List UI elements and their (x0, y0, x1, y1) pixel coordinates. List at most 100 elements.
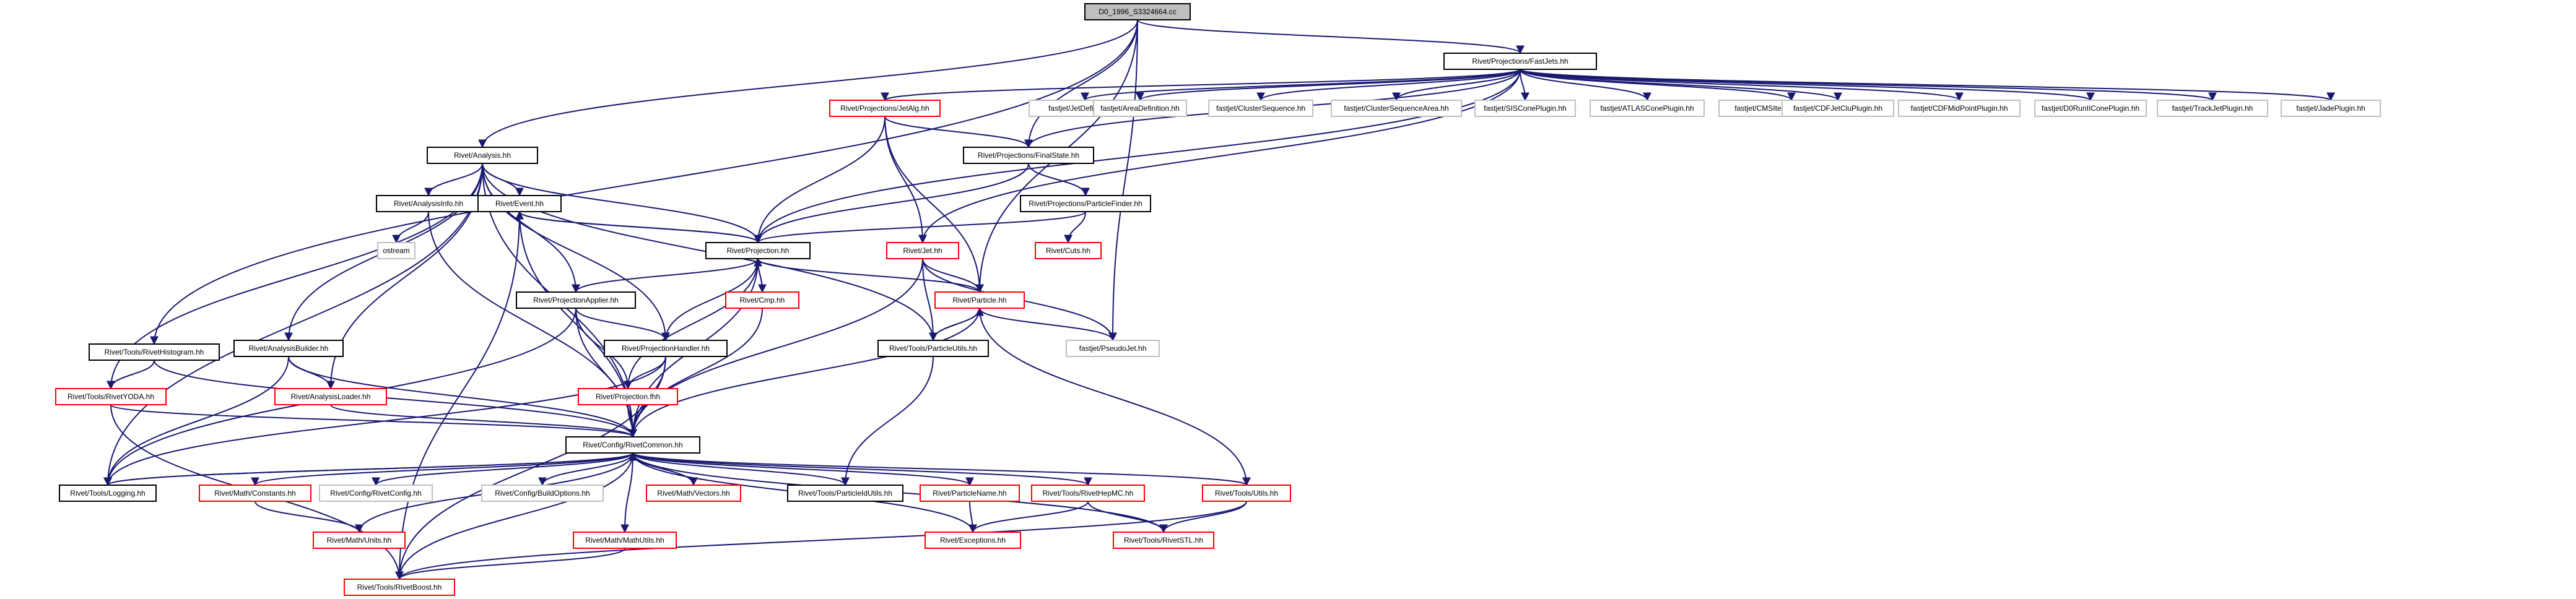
include-edge-fastjets-to-fj_cdfmidpt (1520, 69, 1964, 101)
include-edge-projection-to-projhandler (661, 258, 759, 342)
include-edge-jet-to-particle (922, 258, 984, 293)
node-label: D0_1996_S3324664.cc (1099, 7, 1176, 16)
node-label: fastjet/CDFJetCluPlugin.hh (1793, 104, 1882, 113)
node-label: Rivet/Projections/FinalState.hh (978, 151, 1079, 160)
node-event[interactable]: Rivet/Event.hh (477, 195, 562, 212)
node-box (604, 340, 728, 357)
node-rivetstl[interactable]: Rivet/Tools/RivetSTL.hh (1113, 532, 1214, 549)
node-fj-clseq[interactable]: fastjet/ClusterSequence.hh (1208, 100, 1313, 117)
node-box (516, 291, 636, 309)
node-mathutils[interactable]: Rivet/Math/MathUtils.hh (573, 532, 677, 549)
include-edge-jetalg-to-particle (884, 116, 984, 293)
node-fj-cdfjetclu[interactable]: fastjet/CDFJetCluPlugin.hh (1782, 100, 1894, 117)
include-edge-fastjets-to-fj_areadef (1136, 69, 1521, 101)
node-box (1331, 100, 1462, 117)
include-edge-particle-to-rivetcommon (629, 308, 980, 438)
node-box (787, 485, 903, 502)
node-fj-siscone[interactable]: fastjet/SISConePlugin.hh (1474, 100, 1576, 117)
node-projhandler[interactable]: Rivet/ProjectionHandler.hh (604, 340, 728, 357)
node-rivetconfig[interactable]: Rivet/Config/RivetConfig.hh (319, 485, 433, 502)
node-smeared[interactable]: Rivet/Tools/RivetHistogram.hh (89, 343, 220, 361)
node-analysisloader[interactable]: Rivet/AnalysisLoader.hh (274, 388, 387, 405)
node-label: fastjet/SISConePlugin.hh (1484, 104, 1566, 113)
node-box (565, 436, 700, 454)
node-box (1208, 100, 1313, 117)
include-edge-finalstate-to-particlefinder (1028, 163, 1090, 197)
include-edge-projectionfhh-to-rivetcommon (627, 404, 637, 438)
node-rivetcommon[interactable]: Rivet/Config/RivetCommon.hh (565, 436, 700, 454)
node-projapplier[interactable]: Rivet/ProjectionApplier.hh (516, 291, 636, 309)
node-fastjets[interactable]: Rivet/Projections/FastJets.hh (1443, 53, 1597, 70)
node-buildoptions[interactable]: Rivet/Config/BuildOptions.hh (481, 485, 604, 502)
node-box (1031, 485, 1145, 502)
node-label: Rivet/AnalysisInfo.hh (394, 199, 463, 208)
node-fj-cdfmidpt[interactable]: fastjet/CDFMidPointPlugin.hh (1898, 100, 2021, 117)
node-fj-d0run[interactable]: fastjet/D0RunIIConePlugin.hh (2034, 100, 2147, 117)
node-label: fastjet/ClusterSequenceArea.hh (1344, 104, 1448, 113)
node-box (829, 100, 941, 117)
node-exceptions[interactable]: Rivet/Exceptions.hh (925, 532, 1021, 549)
node-cuts[interactable]: Rivet/Cuts.hh (1035, 242, 1102, 259)
include-edge-projapplier-to-projhandler (575, 308, 670, 342)
node-analysisinfo[interactable]: Rivet/AnalysisInfo.hh (376, 195, 481, 212)
node-fj-atlascone[interactable]: fastjet/ATLASConePlugin.hh (1590, 100, 1705, 117)
node-finalstate[interactable]: Rivet/Projections/FinalState.hh (963, 147, 1094, 164)
include-edge-jet-to-particleutils (922, 258, 938, 342)
node-utils[interactable]: Rivet/Tools/Utils.hh (1202, 485, 1291, 502)
node-rivetyoda[interactable]: Rivet/Tools/RivetYODA.hh (55, 388, 167, 405)
node-label: Rivet/Tools/Utils.hh (1215, 489, 1278, 498)
node-fj-areadef[interactable]: fastjet/AreaDefinition.hh (1093, 100, 1187, 117)
node-box (877, 340, 989, 357)
node-label: Rivet/AnalysisBuilder.hh (249, 344, 329, 353)
node-particle[interactable]: Rivet/Particle.hh (934, 291, 1025, 309)
node-projection[interactable]: Rivet/Projection.hh (705, 242, 811, 259)
node-cmp[interactable]: Rivet/Cmp.hh (725, 291, 799, 309)
node-box (274, 388, 387, 405)
include-edge-analysis-to-projhandler (482, 163, 670, 342)
include-edge-analysisloader-to-rivetcommon (330, 404, 637, 438)
node-particlefinder[interactable]: Rivet/Projections/ParticleFinder.hh (1020, 195, 1151, 212)
node-box (646, 485, 741, 502)
node-box (1020, 195, 1151, 212)
node-ostream[interactable]: ostream (377, 242, 416, 259)
node-logging[interactable]: Rivet/Tools/Logging.hh (59, 485, 157, 502)
node-particleutils[interactable]: Rivet/Tools/ParticleUtils.hh (877, 340, 989, 357)
node-constants[interactable]: Rivet/Math/Constants.hh (199, 485, 311, 502)
node-box (2034, 100, 2147, 117)
node-root[interactable]: D0_1996_S3324664.cc (1084, 3, 1191, 20)
node-rivethepmc[interactable]: Rivet/Tools/RivetHepMC.hh (1031, 485, 1145, 502)
node-fj-jade[interactable]: fastjet/JadePlugin.hh (2281, 100, 2381, 117)
include-edge-root-to-analysis (478, 19, 1138, 149)
node-analysis[interactable]: Rivet/Analysis.hh (427, 147, 538, 164)
node-box (477, 195, 562, 212)
node-fj-trackjet[interactable]: fastjet/TrackJetPlugin.hh (2157, 100, 2268, 117)
node-box (1066, 340, 1160, 357)
include-edge-rivetcommon-to-utils (632, 452, 1251, 486)
node-particleidutils[interactable]: Rivet/Tools/ParticleIdUtils.hh (787, 485, 903, 502)
node-mathunits[interactable]: Rivet/Math/Units.hh (313, 532, 406, 549)
node-analysisbuilder[interactable]: Rivet/AnalysisBuilder.hh (233, 340, 344, 357)
node-box (55, 388, 167, 405)
node-rivetboost[interactable]: Rivet/Tools/RivetBoost.hh (344, 579, 455, 596)
node-jet[interactable]: Rivet/Jet.hh (886, 242, 959, 259)
node-label: Rivet/Event.hh (495, 199, 544, 208)
node-box (344, 579, 455, 596)
node-box (886, 242, 959, 259)
node-box (925, 532, 1021, 549)
include-edge-rivetcommon-to-constants (251, 452, 633, 486)
node-pseudojet[interactable]: fastjet/PseudoJet.hh (1066, 340, 1160, 357)
include-edge-logging-to-rivetcommon (107, 452, 637, 486)
node-jetalg[interactable]: Rivet/Projections/JetAlg.hh (829, 100, 941, 117)
include-edge-event-to-rivetboost (395, 211, 520, 580)
node-label: Rivet/Tools/RivetBoost.hh (357, 583, 442, 592)
node-vectors[interactable]: Rivet/Math/Vectors.hh (646, 485, 741, 502)
include-edge-analysis-to-logging (103, 163, 483, 486)
node-projectionfhh[interactable]: Rivet/Projection.fhh (578, 388, 678, 405)
include-edge-analysis-to-analysisinfo (424, 163, 483, 197)
node-label: Rivet/Tools/RivetHistogram.hh (105, 348, 204, 356)
include-edge-utils-to-rivetboost (395, 501, 1247, 580)
node-particlename[interactable]: Rivet/ParticleName.hh (920, 485, 1020, 502)
include-edge-projection-to-particle (757, 258, 984, 293)
node-fj-clseqarea[interactable]: fastjet/ClusterSequenceArea.hh (1331, 100, 1462, 117)
